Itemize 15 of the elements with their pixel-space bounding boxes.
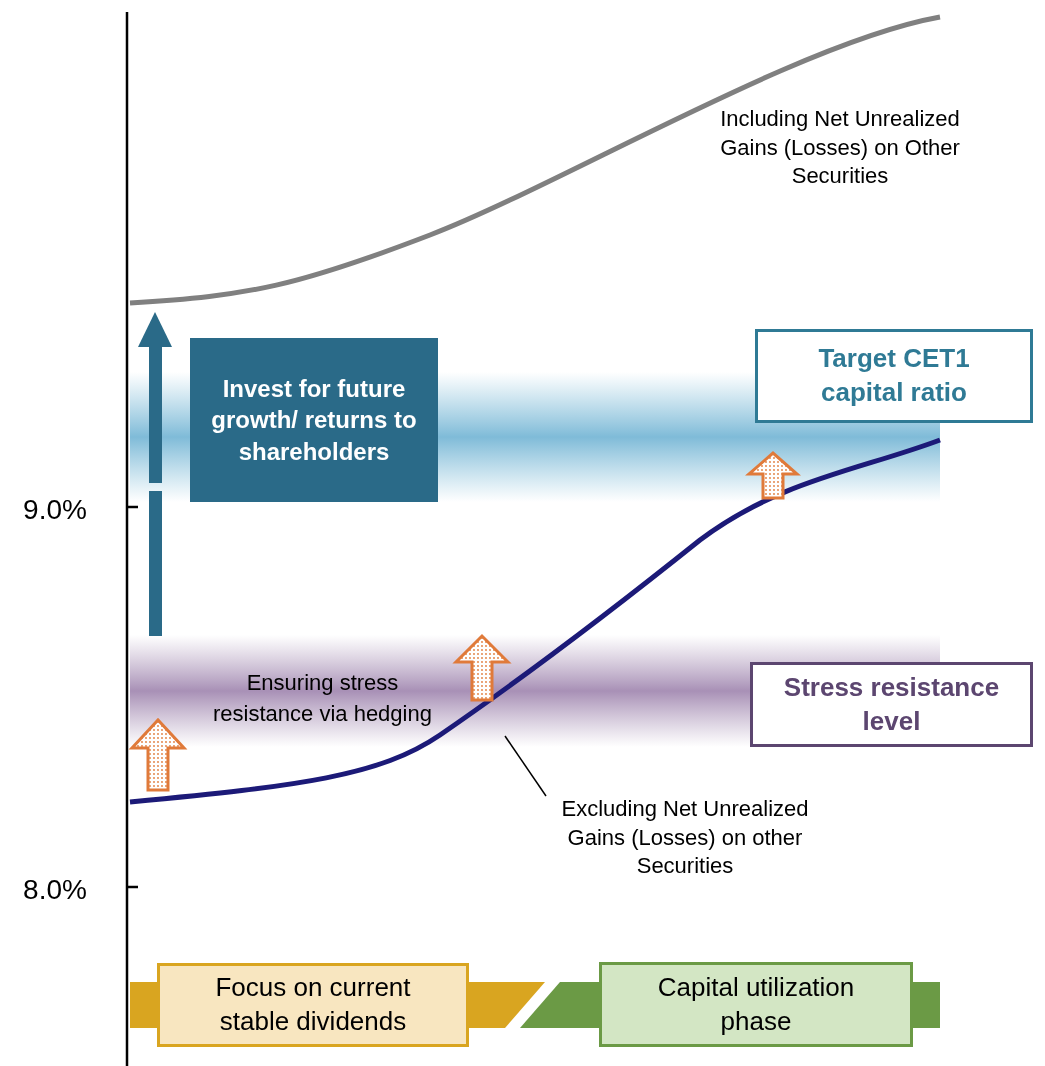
action-box: Invest for future growth/ returns to shareholders <box>190 338 438 502</box>
leader-line <box>504 735 547 797</box>
tick-label: 9.0% <box>22 493 88 527</box>
phase-ribbon <box>912 982 940 1028</box>
phase-box: Focus on current stable dividends <box>157 963 469 1047</box>
curve-label: Excluding Net Unrealized Gains (Losses) on other Securities <box>530 788 840 888</box>
band-label: Ensuring stress resistance via hedging <box>212 669 433 728</box>
target-box: Target CET1 capital ratio <box>755 329 1033 423</box>
phase-ribbon <box>520 982 600 1028</box>
level-box: Stress resistance level <box>750 662 1033 747</box>
phase-box: Capital utilization phase <box>599 962 913 1047</box>
phase-ribbon <box>130 982 158 1028</box>
curve-label: Including Net Unrealized Gains (Losses) on Other Securities <box>685 98 995 198</box>
tick-label: 8.0% <box>22 873 88 907</box>
phase-ribbon <box>468 982 545 1028</box>
